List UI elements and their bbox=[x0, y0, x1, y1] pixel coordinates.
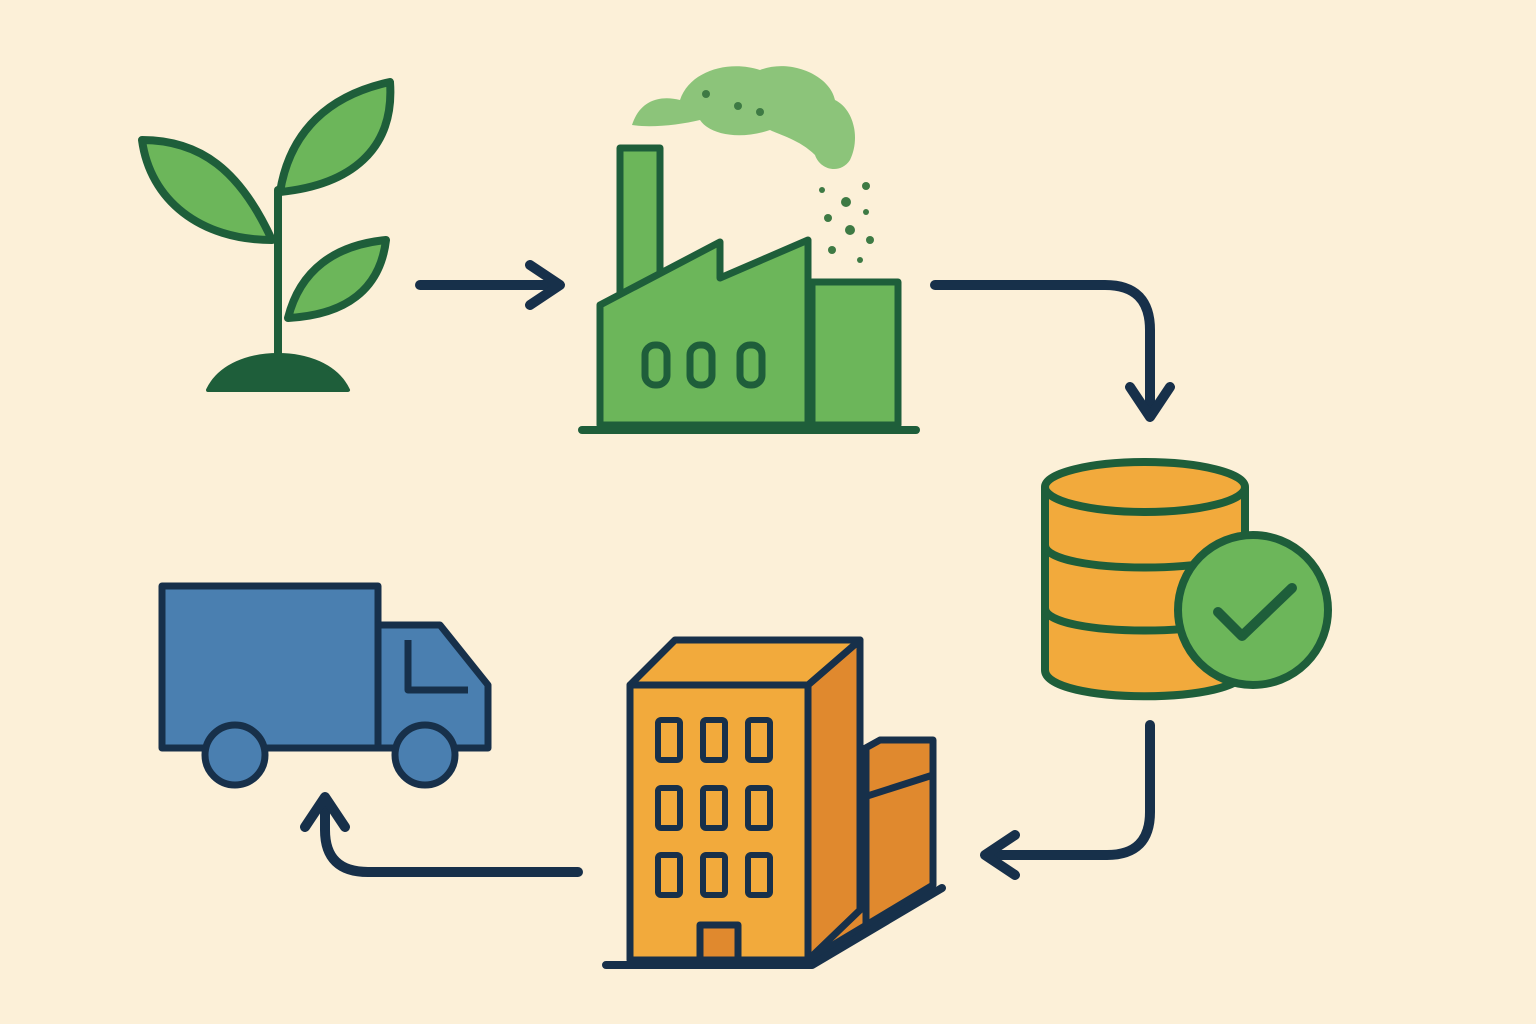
arrow-warehouse-to-delivery bbox=[300, 792, 583, 877]
checkmark-icon bbox=[1213, 583, 1297, 641]
database-check-icon bbox=[1041, 458, 1332, 701]
checkmark-badge bbox=[1174, 531, 1332, 689]
smoke-cloud bbox=[632, 66, 855, 170]
sprout-icon bbox=[138, 78, 395, 392]
door bbox=[696, 921, 742, 964]
office-building-icon bbox=[602, 636, 946, 969]
arrow-storage-to-warehouse bbox=[980, 720, 1155, 880]
truck-icon bbox=[158, 582, 492, 789]
arrow-factory-to-storage bbox=[930, 280, 1175, 422]
factory-icon bbox=[578, 66, 920, 434]
